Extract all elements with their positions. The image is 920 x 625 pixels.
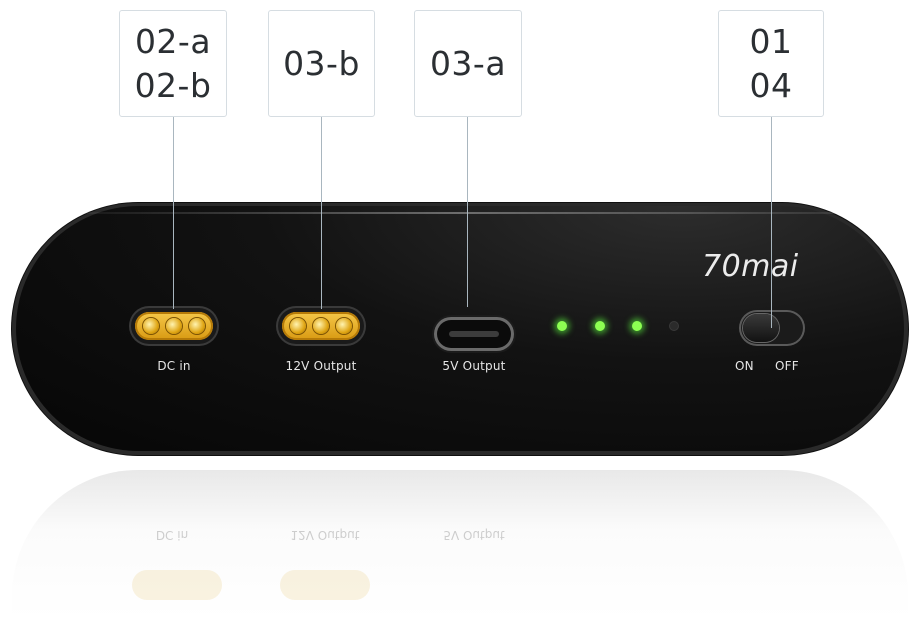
power-station-device: 70mai DC in 12V Output 5V Output ON OFF [12,203,908,455]
leader-line-12v-output [321,117,322,309]
5v-output-label: 5V Output [442,359,506,373]
12v-output-label: 12V Output [285,359,357,373]
dc-in-label: DC in [157,359,191,373]
reflection-12v-port [280,570,370,600]
port-pin [336,318,352,334]
callout-line: 03-a [429,43,507,83]
callout-dc-in: 02-a 02-b [119,10,227,117]
callout-line: 03-b [283,43,360,83]
callout-power-switch: 01 04 [718,10,824,117]
port-pin [143,318,159,334]
reflection-dc-port [132,570,222,600]
battery-led-3 [632,321,642,331]
reflection-dc-label: DC in [155,528,189,542]
battery-led-2 [595,321,605,331]
port-pin [313,318,329,334]
callout-line: 02-b [134,65,212,105]
12v-output-port [276,306,366,346]
power-switch[interactable] [739,310,805,346]
usb-c-port [437,320,511,348]
callout-12v-output: 03-b [268,10,375,117]
xt-port-housing [135,312,213,340]
dc-in-port [129,306,219,346]
port-pin [290,318,306,334]
brand-logo: 70mai [702,249,799,284]
callout-line: 04 [749,65,793,105]
device-rim-highlight [30,212,890,214]
leader-line-dc-in [173,117,174,309]
device-reflection: DC in 12V Output 5V Output [12,470,908,620]
callout-5v-output: 03-a [414,10,522,117]
port-pin [166,318,182,334]
callout-line: 02-a [134,21,212,61]
callout-line: 01 [749,21,793,61]
leader-line-5v-output [467,117,468,307]
xt-port-housing [282,312,360,340]
switch-on-label: ON [735,359,754,373]
switch-off-label: OFF [775,359,799,373]
battery-led-4 [670,322,678,330]
switch-knob [743,314,779,342]
usb-c-tongue [449,331,499,337]
reflection-5v-label: 5V Output [443,528,505,542]
leader-line-power-switch [771,117,772,328]
battery-led-1 [557,321,567,331]
port-pin [189,318,205,334]
reflection-12v-label: 12V Output [290,528,360,542]
